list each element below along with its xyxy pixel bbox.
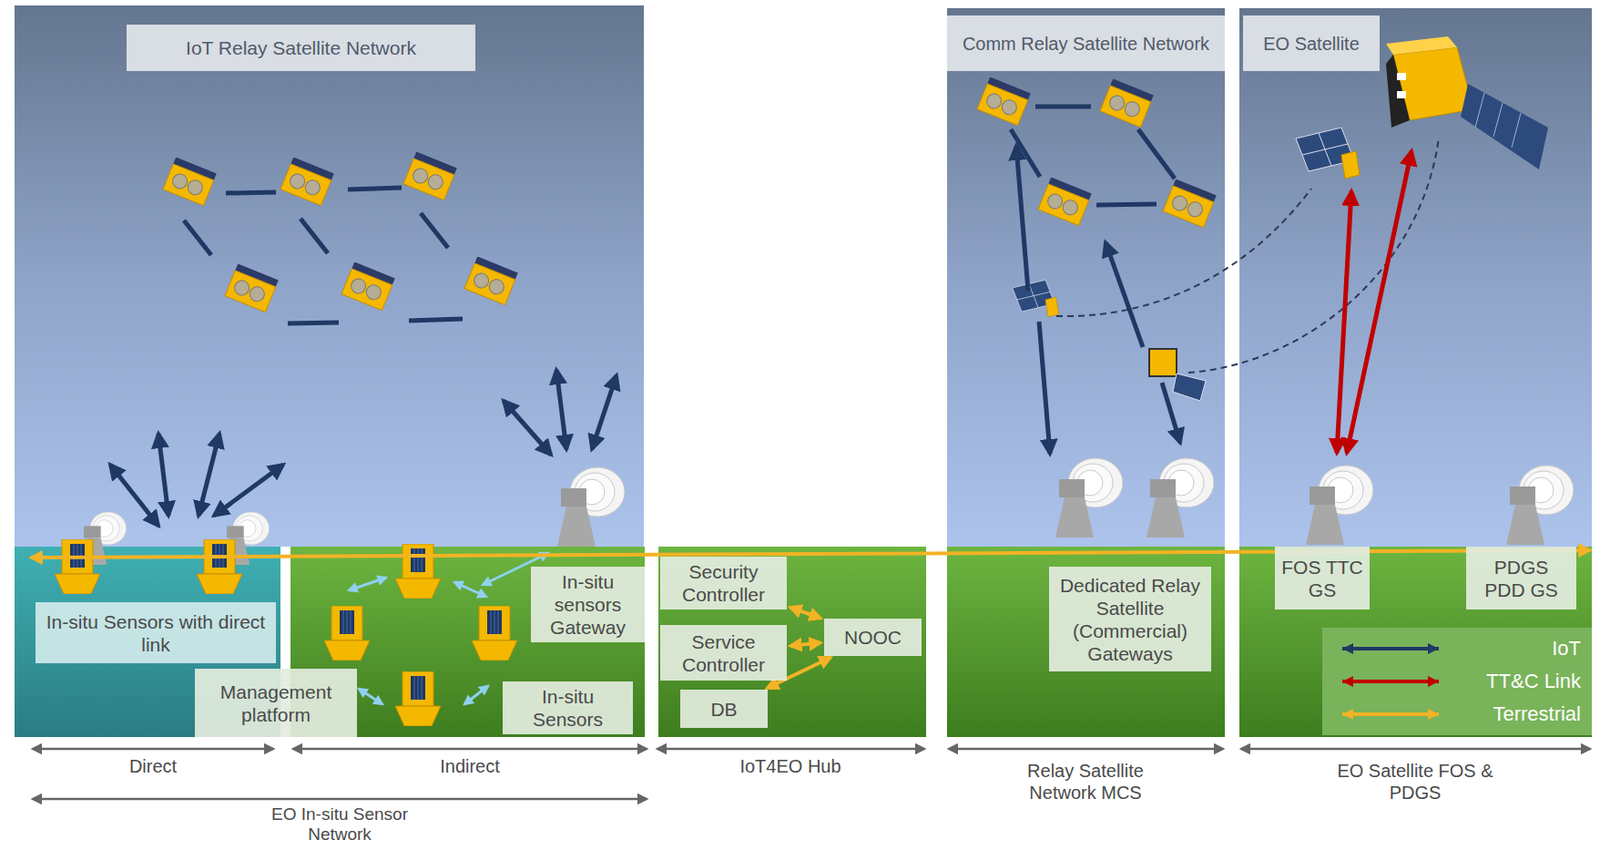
box-text: IoT Relay Satellite Network — [185, 36, 417, 60]
label-box: Management platform — [194, 668, 357, 737]
box-text: In-situ Sensors with direct link — [40, 610, 271, 656]
box-text: FOS TTC GS — [1280, 555, 1365, 602]
legend-arrowhead — [1427, 675, 1439, 687]
box-text: NOOC — [844, 625, 902, 649]
terrestrial-link — [790, 607, 821, 619]
box-text: PDGS PDD GS — [1471, 555, 1571, 602]
box-text: EO Satellite — [1263, 32, 1360, 55]
section-label: Indirect — [360, 754, 580, 777]
legend-arrowhead — [1342, 708, 1354, 720]
legend-text: IoT — [1551, 636, 1581, 661]
section-label: Relay Satellite Network MCS — [994, 759, 1177, 804]
box-text: Management platform — [200, 680, 352, 726]
legend-arrowhead — [1342, 642, 1354, 654]
legend-line-sample — [1342, 679, 1439, 683]
box-text: Dedicated Relay Satellite (Commercial) G… — [1054, 573, 1206, 665]
legend-arrowhead — [1427, 642, 1439, 654]
section-label: Direct — [61, 754, 245, 777]
legend-text: Terrestrial — [1492, 702, 1581, 726]
box-text: Security Controller — [665, 560, 782, 606]
section-heading-box: IoT Relay Satellite Network — [126, 24, 476, 72]
legend-box: IoT TT&C LinkTerrestrial — [1322, 627, 1592, 735]
label-box: In-situ Sensors with direct link — [35, 601, 276, 663]
section-heading-box: Comm Relay Satellite Network — [947, 15, 1225, 72]
label-box: DB — [680, 689, 768, 728]
section-label: EO Satellite FOS & PDGS — [1324, 759, 1507, 804]
section-label: EO In-situ Sensor Network — [248, 804, 431, 845]
label-box: FOS TTC GS — [1274, 546, 1370, 610]
box-text: In-situ sensors Gateway — [536, 570, 640, 639]
box-text: Service Controller — [665, 630, 782, 676]
legend-text: TT&C Link — [1486, 669, 1581, 693]
legend-line-sample — [1342, 646, 1439, 651]
label-box: Dedicated Relay Satellite (Commercial) G… — [1049, 566, 1212, 672]
label-box: NOOC — [824, 618, 922, 656]
legend-arrowhead — [1342, 675, 1354, 687]
legend-arrowhead — [1427, 708, 1439, 720]
label-box: PDGS PDD GS — [1466, 546, 1577, 610]
label-box: Service Controller — [660, 624, 787, 681]
box-text: Comm Relay Satellite Network — [962, 32, 1210, 55]
section-label: IoT4EO Hub — [681, 754, 900, 777]
label-box: Security Controller — [660, 556, 787, 610]
label-box: In-situ sensors Gateway — [530, 566, 645, 643]
terrestrial-link — [790, 642, 821, 645]
box-text: DB — [710, 697, 737, 721]
label-box: In-situ Sensors — [502, 681, 633, 734]
section-heading-box: EO Satellite — [1243, 15, 1380, 72]
box-text: In-situ Sensors — [508, 684, 628, 731]
legend-line-sample — [1342, 712, 1439, 716]
